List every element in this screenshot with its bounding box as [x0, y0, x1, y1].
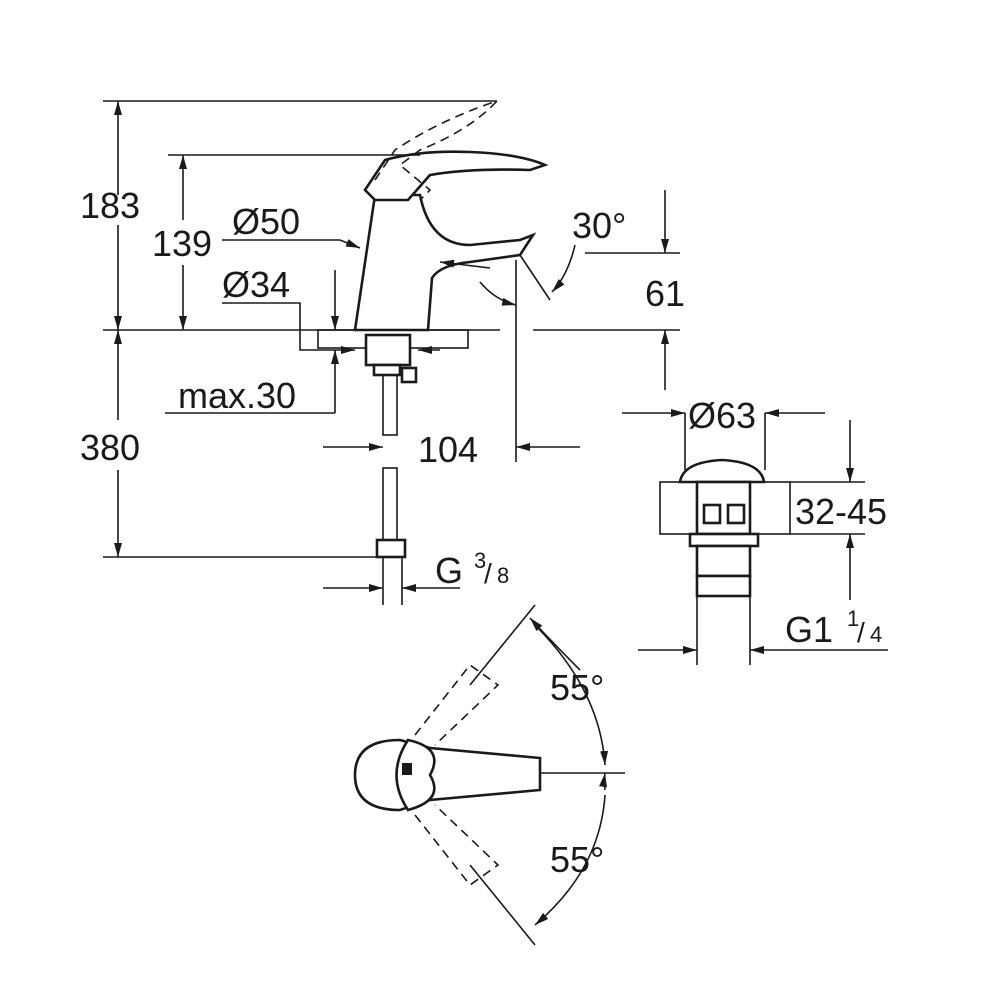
- waste-connection-num: 1: [847, 606, 859, 631]
- faucet-side-view: [317, 100, 549, 559]
- dimension-lines: [103, 100, 680, 605]
- waste-valve: [622, 409, 888, 665]
- label-lever-angle-right: 55°: [550, 839, 604, 880]
- label-waste-diameter: Ø63: [688, 395, 756, 436]
- label-projection: 104: [418, 429, 478, 470]
- label-diameter-hole: Ø34: [222, 264, 290, 305]
- hose-connection-slash: /: [484, 558, 492, 589]
- hose-connection-num: 3: [474, 548, 486, 573]
- label-height-total: 183: [80, 185, 140, 226]
- label-waste-connection: G1 1 / 4: [785, 606, 882, 650]
- waste-connection-den: 4: [870, 622, 882, 647]
- waste-connection-prefix: G1: [785, 609, 833, 650]
- label-diameter-body: Ø50: [232, 201, 300, 242]
- label-spout-angle: 30°: [572, 205, 626, 246]
- label-lever-angle-left: 55°: [550, 667, 604, 708]
- waste-connection-slash: /: [857, 617, 865, 648]
- label-height-spout: 139: [152, 223, 212, 264]
- hose-connection-den: 8: [497, 563, 509, 588]
- label-hose-length: 380: [80, 427, 140, 468]
- label-outlet-height: 61: [645, 273, 685, 314]
- label-max-thickness: max.30: [178, 375, 296, 416]
- faucet-top-view: [353, 604, 625, 946]
- label-hose-connection: G 3 / 8: [435, 548, 509, 591]
- hose-connection-prefix: G: [435, 550, 463, 591]
- label-waste-thickness: 32-45: [795, 491, 887, 532]
